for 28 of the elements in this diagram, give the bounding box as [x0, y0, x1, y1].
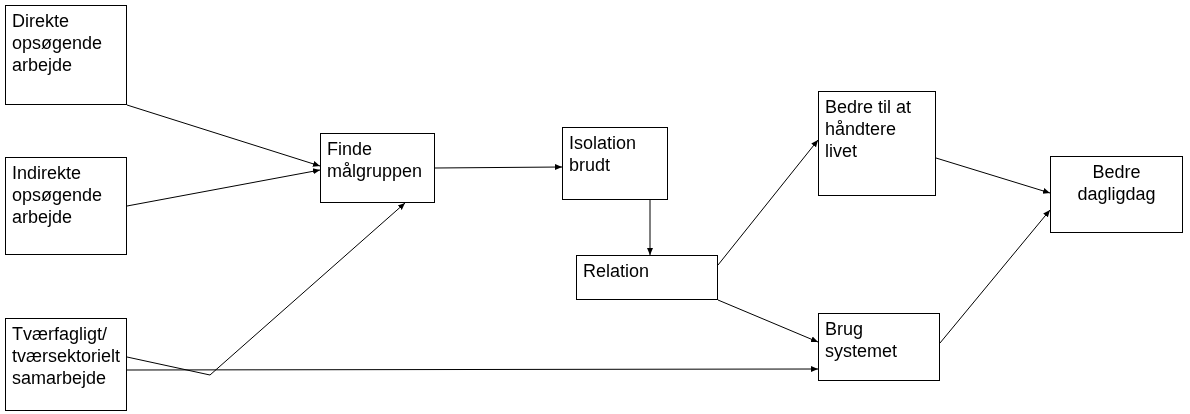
arrow — [939, 209, 1051, 344]
box-text: Bedre dagligdag — [1076, 161, 1157, 205]
arrow — [126, 168, 321, 207]
arrow — [126, 366, 819, 372]
arrow — [647, 199, 653, 256]
box-text: Direkte opsøgende arbejde — [12, 10, 104, 76]
box-text: Tværfagligt/ tværsektorielt samarbejde — [12, 323, 120, 389]
arrow — [717, 139, 819, 266]
box-text: Finde målgruppen — [327, 138, 424, 182]
process-box — [1050, 156, 1183, 233]
process-box — [818, 91, 936, 196]
box-text: Brug systemet — [825, 318, 899, 362]
arrow — [434, 164, 563, 171]
box-text: Isolation brudt — [569, 132, 638, 176]
process-box — [5, 5, 127, 105]
process-box — [320, 133, 435, 203]
process-box — [562, 127, 668, 200]
process-box — [5, 157, 127, 255]
process-box — [576, 255, 718, 300]
process-box — [5, 318, 127, 411]
box-text: Relation — [583, 260, 651, 282]
arrow — [935, 157, 1051, 194]
arrow — [126, 202, 406, 376]
process-box — [818, 313, 940, 381]
arrow — [126, 104, 321, 167]
box-text: Bedre til at håndtere livet — [825, 96, 913, 162]
arrow — [717, 299, 819, 343]
box-text: Indirekte opsøgende arbejde — [12, 162, 104, 228]
